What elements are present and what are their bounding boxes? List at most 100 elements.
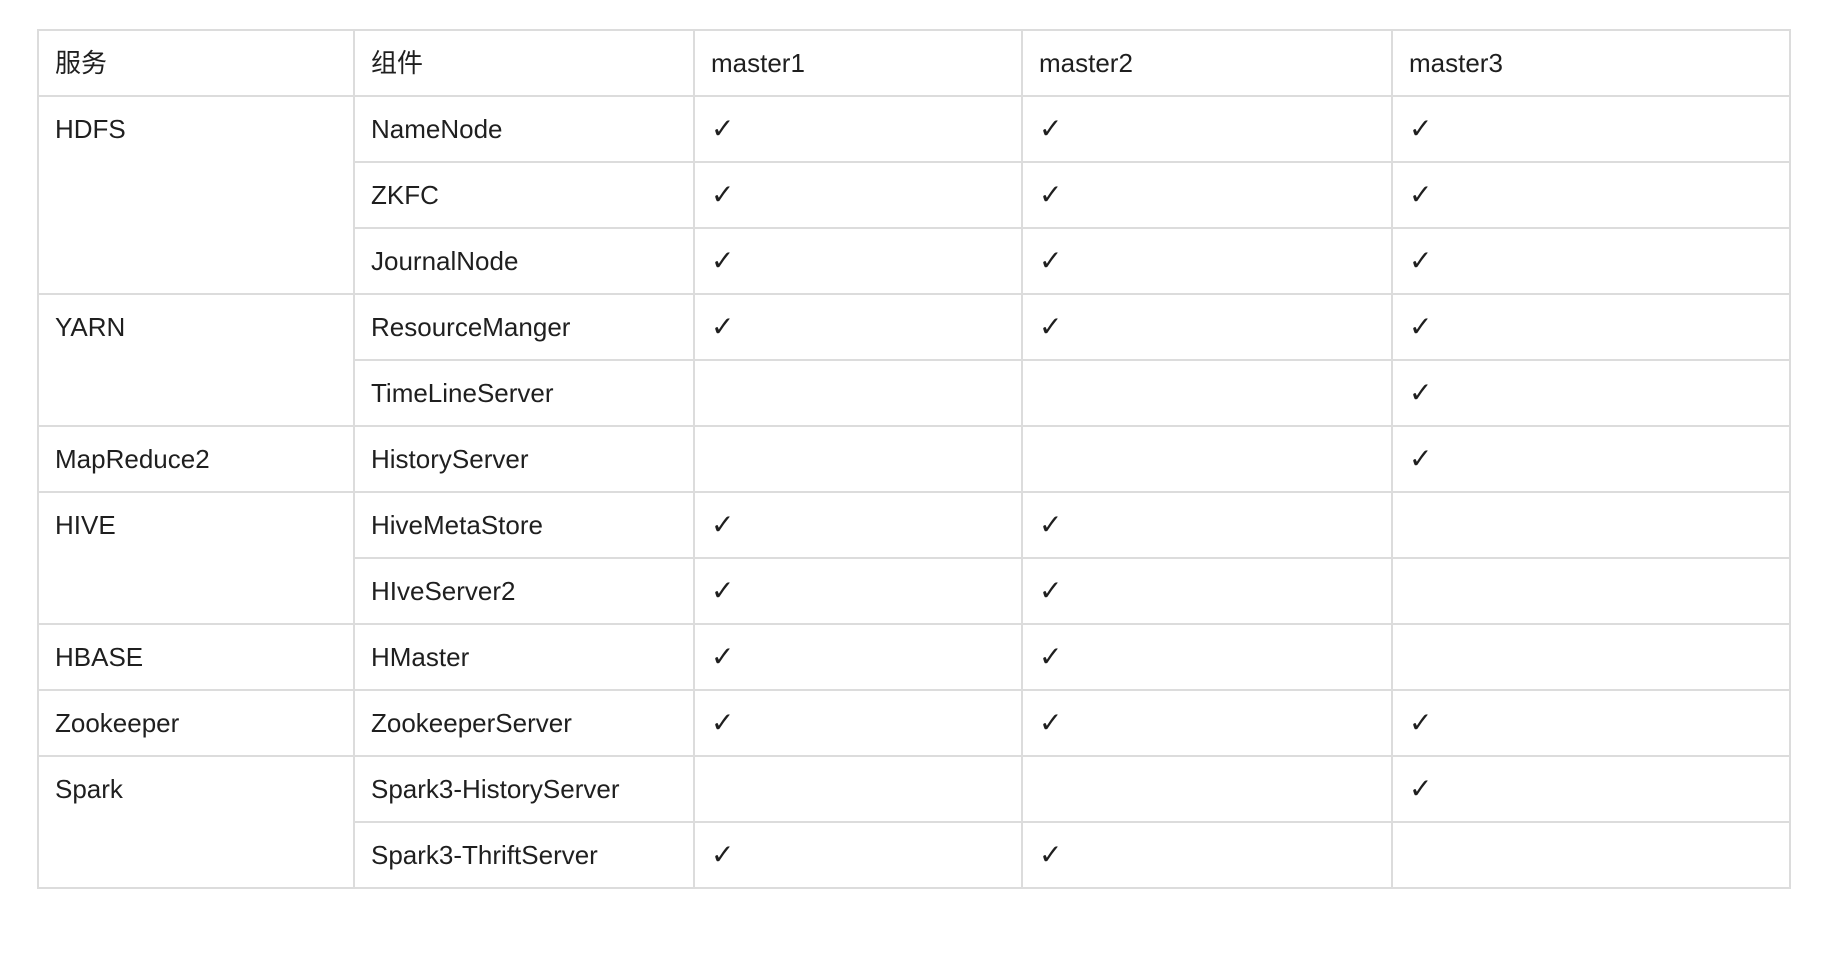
check-mark-icon: ✓ bbox=[1409, 443, 1433, 474]
master1-cell bbox=[693, 755, 1023, 823]
service-cell: YARN bbox=[37, 293, 355, 427]
component-cell: JournalNode bbox=[353, 227, 695, 295]
master2-cell: ✓ bbox=[1021, 557, 1393, 625]
master1-cell: ✓ bbox=[693, 227, 1023, 295]
service-cell: HIVE bbox=[37, 491, 355, 625]
service-cell: Zookeeper bbox=[37, 689, 355, 757]
component-cell: Spark3-ThriftServer bbox=[353, 821, 695, 889]
master2-cell: ✓ bbox=[1021, 689, 1393, 757]
component-cell: TimeLineServer bbox=[353, 359, 695, 427]
master3-cell: ✓ bbox=[1391, 425, 1791, 493]
component-cell: HIveServer2 bbox=[353, 557, 695, 625]
check-mark-icon: ✓ bbox=[711, 311, 735, 342]
master2-cell: ✓ bbox=[1021, 227, 1393, 295]
check-mark-icon: ✓ bbox=[1409, 707, 1433, 738]
check-mark-icon: ✓ bbox=[1409, 113, 1433, 144]
master2-cell: ✓ bbox=[1021, 491, 1393, 559]
header-component: 组件 bbox=[353, 29, 695, 97]
master1-cell: ✓ bbox=[693, 293, 1023, 361]
master3-cell bbox=[1391, 821, 1791, 889]
check-mark-icon: ✓ bbox=[711, 575, 735, 606]
master3-cell: ✓ bbox=[1391, 95, 1791, 163]
component-cell: Spark3-HistoryServer bbox=[353, 755, 695, 823]
check-mark-icon: ✓ bbox=[1409, 377, 1433, 408]
master2-cell bbox=[1021, 425, 1393, 493]
check-mark-icon: ✓ bbox=[1409, 311, 1433, 342]
check-mark-icon: ✓ bbox=[1039, 839, 1063, 870]
service-cell: HDFS bbox=[37, 95, 355, 295]
master1-cell: ✓ bbox=[693, 161, 1023, 229]
master3-cell: ✓ bbox=[1391, 161, 1791, 229]
check-mark-icon: ✓ bbox=[1039, 113, 1063, 144]
master1-cell: ✓ bbox=[693, 821, 1023, 889]
table-row: ZKFC ✓ ✓ ✓ bbox=[38, 161, 1791, 229]
master3-cell: ✓ bbox=[1391, 359, 1791, 427]
table-row: TimeLineServer ✓ bbox=[38, 359, 1791, 427]
check-mark-icon: ✓ bbox=[1039, 245, 1063, 276]
service-cell: Spark bbox=[37, 755, 355, 889]
master1-cell bbox=[693, 425, 1023, 493]
master2-cell: ✓ bbox=[1021, 293, 1393, 361]
master3-cell: ✓ bbox=[1391, 689, 1791, 757]
master2-cell: ✓ bbox=[1021, 161, 1393, 229]
master2-cell: ✓ bbox=[1021, 623, 1393, 691]
component-cell: HistoryServer bbox=[353, 425, 695, 493]
master1-cell: ✓ bbox=[693, 623, 1023, 691]
table-row: HIveServer2 ✓ ✓ bbox=[38, 557, 1791, 625]
master3-cell: ✓ bbox=[1391, 227, 1791, 295]
header-service: 服务 bbox=[37, 29, 355, 97]
master3-cell: ✓ bbox=[1391, 755, 1791, 823]
master3-cell: ✓ bbox=[1391, 293, 1791, 361]
check-mark-icon: ✓ bbox=[1039, 179, 1063, 210]
component-cell: HMaster bbox=[353, 623, 695, 691]
check-mark-icon: ✓ bbox=[711, 707, 735, 738]
check-mark-icon: ✓ bbox=[711, 509, 735, 540]
master2-cell: ✓ bbox=[1021, 821, 1393, 889]
service-cell: HBASE bbox=[37, 623, 355, 691]
header-master2: master2 bbox=[1021, 29, 1393, 97]
check-mark-icon: ✓ bbox=[1409, 245, 1433, 276]
check-mark-icon: ✓ bbox=[711, 641, 735, 672]
master2-cell bbox=[1021, 359, 1393, 427]
component-cell: ZookeeperServer bbox=[353, 689, 695, 757]
check-mark-icon: ✓ bbox=[1039, 575, 1063, 606]
check-mark-icon: ✓ bbox=[711, 113, 735, 144]
check-mark-icon: ✓ bbox=[1039, 641, 1063, 672]
header-master1: master1 bbox=[693, 29, 1023, 97]
master1-cell: ✓ bbox=[693, 95, 1023, 163]
component-cell: ZKFC bbox=[353, 161, 695, 229]
check-mark-icon: ✓ bbox=[1409, 773, 1433, 804]
master1-cell: ✓ bbox=[693, 557, 1023, 625]
table-row: Spark3-ThriftServer ✓ ✓ bbox=[38, 821, 1791, 889]
check-mark-icon: ✓ bbox=[1039, 509, 1063, 540]
master1-cell: ✓ bbox=[693, 491, 1023, 559]
service-cell: MapReduce2 bbox=[37, 425, 355, 493]
check-mark-icon: ✓ bbox=[711, 839, 735, 870]
master3-cell bbox=[1391, 557, 1791, 625]
master2-cell: ✓ bbox=[1021, 95, 1393, 163]
master3-cell bbox=[1391, 491, 1791, 559]
master1-cell: ✓ bbox=[693, 689, 1023, 757]
component-cell: HiveMetaStore bbox=[353, 491, 695, 559]
check-mark-icon: ✓ bbox=[1039, 707, 1063, 738]
master1-cell bbox=[693, 359, 1023, 427]
header-master3: master3 bbox=[1391, 29, 1791, 97]
master2-cell bbox=[1021, 755, 1393, 823]
component-cell: NameNode bbox=[353, 95, 695, 163]
master3-cell bbox=[1391, 623, 1791, 691]
check-mark-icon: ✓ bbox=[711, 179, 735, 210]
table-row: JournalNode✓✓✓ bbox=[38, 227, 1791, 295]
header-row: 服务 组件 master1 master2 master3 bbox=[37, 29, 1791, 97]
check-mark-icon: ✓ bbox=[1039, 311, 1063, 342]
component-cell: ResourceManger bbox=[353, 293, 695, 361]
